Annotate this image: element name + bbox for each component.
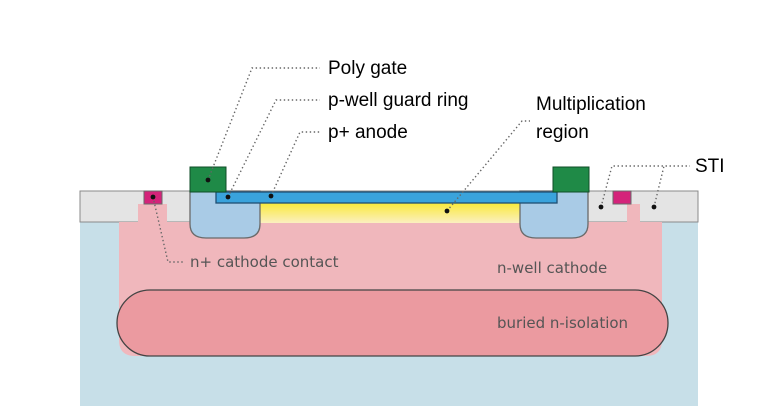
dot-multiplication [444, 208, 450, 214]
label-cathode-contact: n+ cathode contact [190, 253, 339, 271]
dot-cathode-contact [150, 194, 156, 200]
leader-multiplication [446, 120, 530, 212]
dot-sti-1 [598, 204, 604, 210]
leader-sti-2 [653, 165, 665, 208]
p-plus-anode [215, 191, 558, 204]
leader-lines [152, 67, 690, 263]
label-multiplication-line1: Multiplication [536, 94, 646, 115]
dot-anode [268, 193, 274, 199]
label-nwell-cathode: n-well cathode [497, 259, 607, 277]
poly-gate-right [552, 166, 590, 193]
n-plus-cathode-contact-right [612, 190, 632, 205]
dot-sti-2 [651, 204, 657, 210]
dot-guard-ring [225, 194, 231, 200]
leader-guard-ring [227, 99, 320, 198]
leader-dots [150, 177, 657, 214]
label-sti: STI [695, 156, 725, 177]
label-guard-ring: p-well guard ring [328, 90, 468, 111]
label-buried-n-isolation: buried n-isolation [497, 314, 628, 332]
label-poly-gate: Poly gate [328, 58, 407, 79]
leader-anode [270, 131, 320, 197]
label-anode: p+ anode [328, 122, 408, 143]
dot-poly-gate [205, 177, 211, 183]
label-multiplication-line2: region [536, 122, 589, 143]
leader-poly-gate [207, 67, 320, 181]
multiplication-region [258, 203, 523, 223]
buried-n-isolation-region [116, 289, 669, 357]
